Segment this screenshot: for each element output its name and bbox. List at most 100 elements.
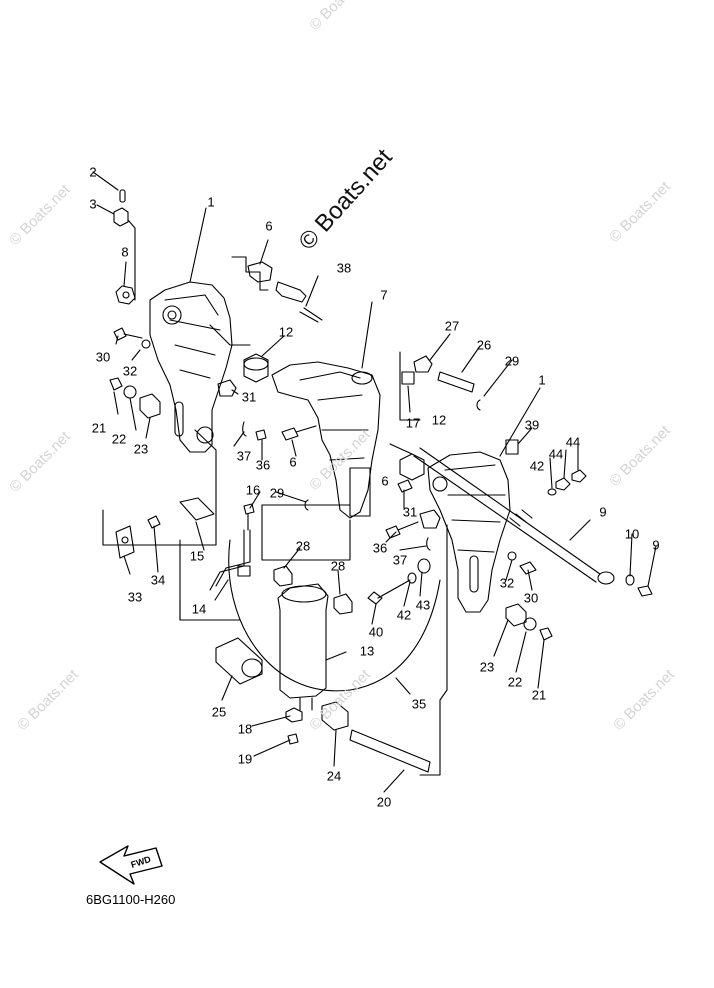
bolt-20 xyxy=(287,733,299,745)
clip-38-left xyxy=(242,421,247,437)
swivel-bracket-detail xyxy=(299,371,369,461)
callout-41: 40 xyxy=(368,624,384,640)
clamp-bracket-left-rib xyxy=(164,294,221,379)
callout-31-left: 30 xyxy=(95,349,111,365)
washer-33-left xyxy=(141,339,151,349)
callout-18: 17 xyxy=(405,415,421,431)
bolt-10 xyxy=(637,585,653,597)
callout-38-b: 37 xyxy=(392,552,408,568)
fwd-arrow xyxy=(99,845,163,885)
bolt-35 xyxy=(147,515,161,529)
through-tube-end xyxy=(597,571,615,585)
callout-33-right: 32 xyxy=(499,575,515,591)
bolt-8-right xyxy=(397,479,413,493)
callout-14: 13 xyxy=(359,643,375,659)
callout-8-b: 6 xyxy=(381,473,389,489)
callout-30-a: 29 xyxy=(504,353,520,369)
callout-44-a: 44 xyxy=(565,434,581,450)
callout-13-a: 12 xyxy=(278,324,294,340)
plate-40 xyxy=(505,439,519,455)
callout-23-left: 22 xyxy=(111,431,127,447)
rod-39 xyxy=(299,307,323,323)
callout-22-left: 21 xyxy=(91,420,107,436)
clamp-bracket-left-boss xyxy=(196,426,214,444)
clamp-bracket-right-rib xyxy=(444,464,506,553)
callout-38-a: 37 xyxy=(236,448,252,464)
callout-10: 9 xyxy=(652,537,660,553)
callout-8-a: 6 xyxy=(289,454,297,470)
bushing-26-face xyxy=(241,658,263,678)
callout-13-b: 12 xyxy=(431,412,447,428)
callout-24-right: 23 xyxy=(479,659,495,675)
collar-24-left xyxy=(139,393,161,419)
callout-26: 25 xyxy=(211,704,227,720)
callout-30-b: 29 xyxy=(269,485,285,501)
callout-35: 34 xyxy=(150,572,166,588)
washer-42-lower xyxy=(407,572,417,584)
callout-5: 2 xyxy=(89,164,97,180)
plate-34-hole xyxy=(121,536,129,544)
callout-31-right: 30 xyxy=(523,590,539,606)
bushing-13-left xyxy=(243,353,269,383)
bolt-8-left xyxy=(281,425,317,441)
frame-line-d xyxy=(261,504,351,561)
callout-28: 27 xyxy=(444,318,460,334)
callout-20: 19 xyxy=(237,751,253,767)
bushing-26 xyxy=(215,637,263,685)
clip-38-right xyxy=(426,537,431,551)
callout-43: 43 xyxy=(415,597,431,613)
washer-42-upper xyxy=(547,488,557,496)
bolt-31-left xyxy=(113,327,143,341)
shaft-21 xyxy=(349,729,431,773)
collar-19 xyxy=(285,707,303,723)
washer-43 xyxy=(417,558,431,574)
callout-32-left: 31 xyxy=(241,389,257,405)
frame-line-left xyxy=(127,219,136,301)
collar-28 xyxy=(413,355,433,373)
collar-32-right xyxy=(419,509,441,529)
nut-12-hole xyxy=(122,291,130,299)
callout-3: 3 xyxy=(89,196,97,212)
bolt-17 xyxy=(243,503,255,531)
callout-40: 39 xyxy=(524,417,540,433)
clamp-bracket-left-hole-inner xyxy=(167,310,177,320)
frame-line-f xyxy=(399,351,421,421)
fwd-label: FWD xyxy=(130,854,153,870)
callout-25: 24 xyxy=(326,768,342,784)
nut-12 xyxy=(115,285,136,305)
callout-27: 26 xyxy=(476,337,492,353)
bolt-41 xyxy=(367,579,411,605)
tube-thread xyxy=(509,509,533,527)
callout-21: 20 xyxy=(376,794,392,810)
pin-27 xyxy=(437,371,475,393)
tilt-cylinder-rod xyxy=(299,697,313,711)
collar-24-right xyxy=(505,603,527,627)
clip-30-lower xyxy=(304,499,309,511)
swivel-bracket-socket xyxy=(351,371,373,385)
callout-37-b: 36 xyxy=(372,540,388,556)
bushing-13-right xyxy=(399,453,425,481)
frame-line-g xyxy=(419,524,448,776)
callout-12: 8 xyxy=(121,244,129,260)
bushing-25 xyxy=(321,701,349,731)
bolt-37-right xyxy=(385,521,419,539)
callout-15: 14 xyxy=(191,601,207,617)
callout-32-right: 31 xyxy=(402,504,418,520)
collar-29-right xyxy=(333,593,353,615)
nut-44-a xyxy=(555,477,571,491)
callout-11: 10 xyxy=(624,526,640,542)
link-15-end xyxy=(237,565,251,577)
washer-33-right xyxy=(507,551,517,561)
link-15 xyxy=(209,529,251,591)
collar-6 xyxy=(247,261,273,283)
callout-37-a: 36 xyxy=(255,457,271,473)
bolt-22-right xyxy=(539,627,553,641)
tilt-cylinder xyxy=(277,583,329,699)
plate-16 xyxy=(179,497,215,521)
frame-line-top xyxy=(231,256,269,291)
callout-34: 33 xyxy=(127,589,143,605)
clamp-bracket-right-slot xyxy=(469,555,479,593)
callout-23-right: 22 xyxy=(507,674,523,690)
through-tube xyxy=(413,447,601,583)
